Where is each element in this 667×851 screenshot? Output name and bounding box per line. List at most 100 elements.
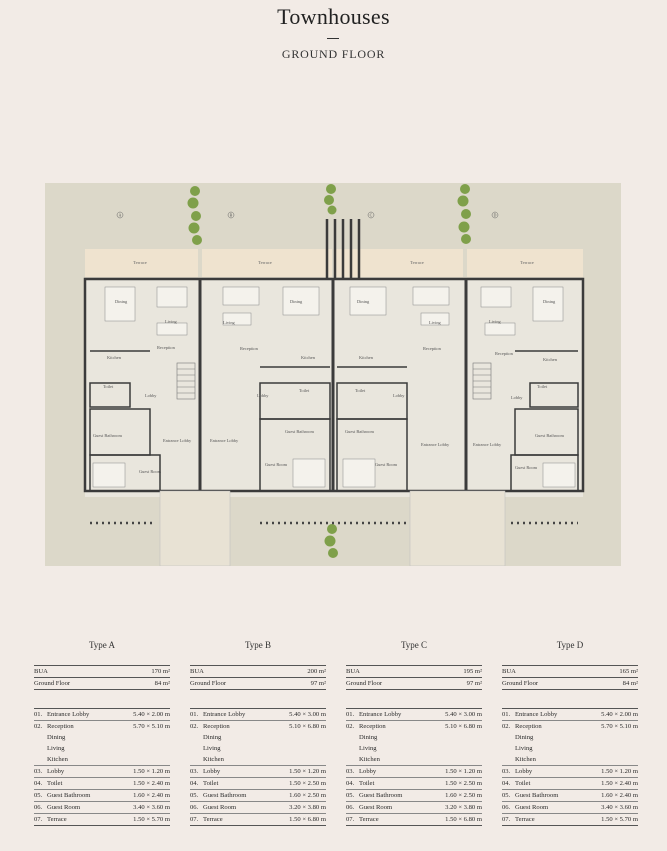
room-sub-item: Kitchen (34, 754, 170, 766)
room-name: Terrace (47, 816, 67, 823)
room-row: 03. Lobby 1.50 × 1.20 m (346, 766, 482, 778)
label-lobby: Lobby (257, 393, 269, 398)
ground-floor-value: 97 m² (466, 680, 482, 687)
room-name: Reception (515, 723, 542, 730)
room-dimensions: 1.60 × 2.40 m (133, 792, 170, 799)
room-dimensions: 1.50 × 2.50 m (289, 780, 326, 787)
label-reception: Reception (423, 346, 442, 351)
tree-column (324, 184, 337, 215)
ground-floor-row: Ground Floor 97 m² (346, 677, 482, 690)
room-dimensions: 1.50 × 2.50 m (445, 780, 482, 787)
room-dimensions: 1.50 × 6.80 m (289, 816, 326, 823)
bua-label: BUA (190, 668, 204, 675)
room-number: 05. (502, 792, 511, 799)
label-entrance-lobby: Entrance Lobby (163, 438, 192, 443)
room-dimensions: 5.10 × 6.80 m (289, 723, 326, 730)
ground-floor-label: Ground Floor (190, 680, 227, 687)
room-number: 06. (502, 804, 511, 811)
room-name: Entrance Lobby (203, 711, 246, 718)
room-name: Lobby (359, 768, 377, 775)
label-guest-room: Guest Room (265, 462, 288, 467)
room-number: 04. (190, 780, 199, 787)
room-dimensions: 1.60 × 2.50 m (445, 792, 482, 799)
spacer (346, 690, 482, 708)
label-kitchen: Kitchen (301, 355, 316, 360)
label-dining: Dining (543, 299, 556, 304)
room-dimensions: 5.40 × 2.00 m (601, 711, 638, 718)
room-name: Lobby (515, 768, 533, 775)
unit-marker-a: A (119, 212, 122, 217)
label-reception: Reception (157, 345, 176, 350)
room-labels: Dining Living Reception Kitchen Toilet L… (93, 299, 564, 474)
central-walkway (325, 219, 361, 279)
unit-marker-b: B (230, 212, 233, 217)
room-number: 01. (190, 711, 199, 718)
terrace-label: Terrace (258, 260, 272, 265)
terrace-strip (335, 249, 463, 277)
room-number: 04. (34, 780, 43, 787)
label-dining: Dining (357, 299, 370, 304)
room-number: 03. (502, 768, 511, 775)
room-dimensions: 1.50 × 1.20 m (289, 768, 326, 775)
room-dimensions: 1.50 × 2.40 m (601, 780, 638, 787)
label-kitchen: Kitchen (543, 357, 558, 362)
room-name: Toilet (47, 780, 63, 787)
room-name: Reception (359, 723, 386, 730)
room-name: Lobby (203, 768, 221, 775)
label-reception: Reception (240, 346, 259, 351)
room-name: Terrace (359, 816, 379, 823)
type-name: Type B (244, 640, 272, 650)
room-dimensions: 5.70 × 5.10 m (601, 723, 638, 730)
room-number: 04. (346, 780, 355, 787)
room-sub-item: Kitchen (190, 754, 326, 766)
room-dimensions: 3.40 × 3.60 m (133, 804, 170, 811)
room-name: Toilet (359, 780, 375, 787)
room-dimensions: 1.50 × 1.20 m (445, 768, 482, 775)
room-dimensions: 1.60 × 2.40 m (601, 792, 638, 799)
bua-label: BUA (34, 668, 48, 675)
room-number: 03. (34, 768, 43, 775)
label-toilet: Toilet (355, 388, 366, 393)
ground-floor-value: 97 m² (310, 680, 326, 687)
label-entrance-lobby: Entrance Lobby (473, 442, 502, 447)
room-number: 07. (34, 816, 43, 823)
entrance-paths (159, 490, 506, 566)
type-name: Type D (556, 640, 584, 650)
unit-markers: A B C D (116, 211, 499, 219)
room-sub-item: Kitchen (346, 754, 482, 766)
bua-value: 195 m² (463, 668, 482, 675)
tree-column (457, 184, 471, 244)
room-number: 04. (502, 780, 511, 787)
furniture (92, 286, 576, 488)
ground-floor-row: Ground Floor 97 m² (190, 677, 326, 690)
room-name: Entrance Lobby (359, 711, 402, 718)
room-name: Guest Room (203, 804, 237, 811)
label-toilet: Toilet (299, 388, 310, 393)
room-number: 03. (346, 768, 355, 775)
room-dimensions: 5.40 × 3.00 m (445, 711, 482, 718)
label-guest-bathroom: Guest Bathroom (285, 429, 314, 434)
room-row: 04. Toilet 1.50 × 2.50 m (346, 778, 482, 790)
room-number: 02. (346, 723, 355, 730)
room-dimensions: 3.20 × 3.80 m (289, 804, 326, 811)
ground-floor-label: Ground Floor (346, 680, 383, 687)
